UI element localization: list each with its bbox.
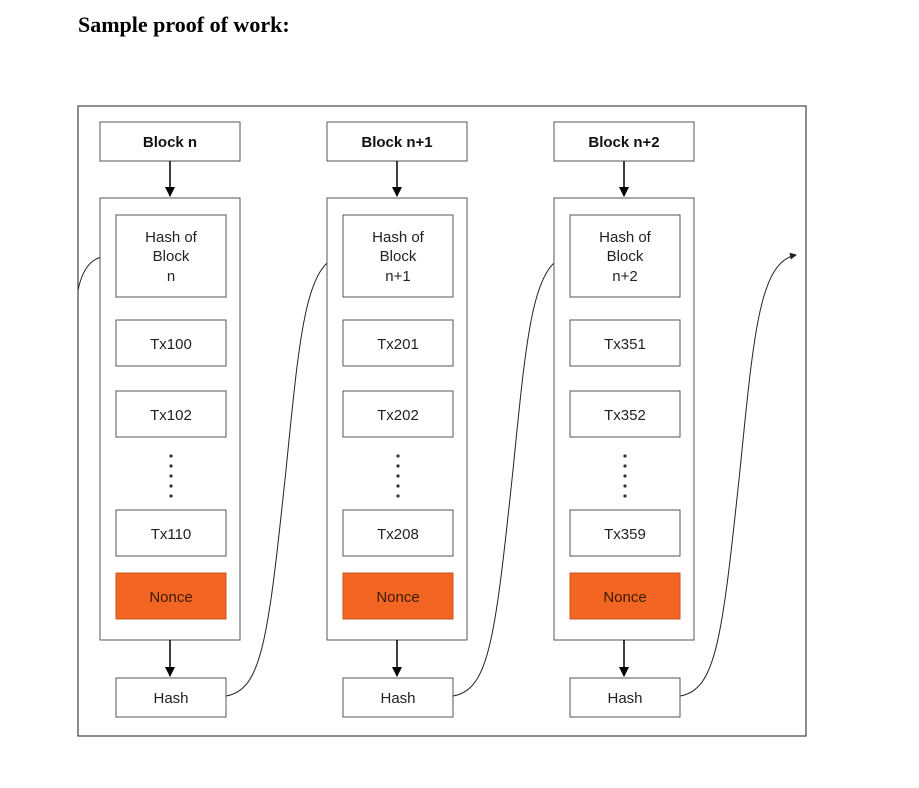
hash-label: Hash — [607, 690, 642, 707]
block-column-1: Block n+1 Hash of Block n+1 Tx201 Tx202 … — [326, 121, 468, 718]
nonce-box — [569, 572, 681, 620]
tx-label: Tx110 — [151, 526, 192, 543]
tx-label: Tx100 — [150, 336, 192, 353]
tx-box — [569, 390, 681, 438]
tx-box — [115, 319, 227, 367]
tx-box — [115, 509, 227, 557]
block-title: Block n — [143, 134, 197, 151]
hash-box — [115, 677, 227, 718]
tx-label: Tx102 — [150, 407, 192, 424]
ellipsis-dots — [623, 454, 627, 498]
tx-box — [342, 319, 454, 367]
nonce-label: Nonce — [603, 589, 646, 606]
prev-hash-box — [569, 214, 681, 298]
ellipsis-dots — [396, 454, 400, 498]
hash-box — [342, 677, 454, 718]
tx-label: Tx202 — [377, 407, 419, 424]
tx-label: Tx359 — [604, 526, 646, 543]
block-title: Block n+1 — [361, 134, 432, 151]
prev-hash-label-line-1: Hash of — [372, 229, 425, 246]
tx-label: Tx351 — [604, 336, 646, 353]
prev-hash-label-line-2: Block — [153, 248, 190, 265]
tx-box — [342, 509, 454, 557]
prev-hash-box — [115, 214, 227, 298]
prev-hash-label-line-3: n — [167, 268, 175, 285]
tx-label: Tx208 — [377, 526, 419, 543]
block-title: Block n+2 — [588, 134, 659, 151]
hash-label: Hash — [380, 690, 415, 707]
hash-label: Hash — [153, 690, 188, 707]
nonce-box — [115, 572, 227, 620]
hash-box — [569, 677, 681, 718]
tx-box — [569, 319, 681, 367]
prev-hash-label-line-1: Hash of — [599, 229, 652, 246]
block-title-box — [326, 121, 468, 162]
tx-label: Tx352 — [604, 407, 646, 424]
block-column-2: Block n+2 Hash of Block n+2 Tx351 Tx352 … — [553, 121, 695, 718]
prev-hash-label-line-3: n+2 — [612, 268, 637, 285]
chain-link-0 — [225, 252, 343, 697]
prev-hash-label-line-1: Hash of — [145, 229, 198, 246]
chain-link-2 — [679, 252, 797, 697]
ellipsis-dots — [169, 454, 173, 498]
tx-box — [569, 509, 681, 557]
nonce-box — [342, 572, 454, 620]
prev-hash-label-line-2: Block — [380, 248, 417, 265]
prev-hash-label-line-3: n+1 — [385, 268, 410, 285]
prev-hash-label-line-2: Block — [607, 248, 644, 265]
block-column-0: Block n Hash of Block n Tx100 Tx102 Tx11… — [99, 121, 241, 718]
page-heading: Sample proof of work: — [78, 12, 290, 37]
prev-hash-box — [342, 214, 454, 298]
nonce-label: Nonce — [149, 589, 192, 606]
block-title-box — [553, 121, 695, 162]
nonce-label: Nonce — [376, 589, 419, 606]
tx-label: Tx201 — [377, 336, 419, 353]
chain-link-1 — [452, 252, 570, 697]
tx-box — [115, 390, 227, 438]
tx-box — [342, 390, 454, 438]
block-title-box — [99, 121, 241, 162]
